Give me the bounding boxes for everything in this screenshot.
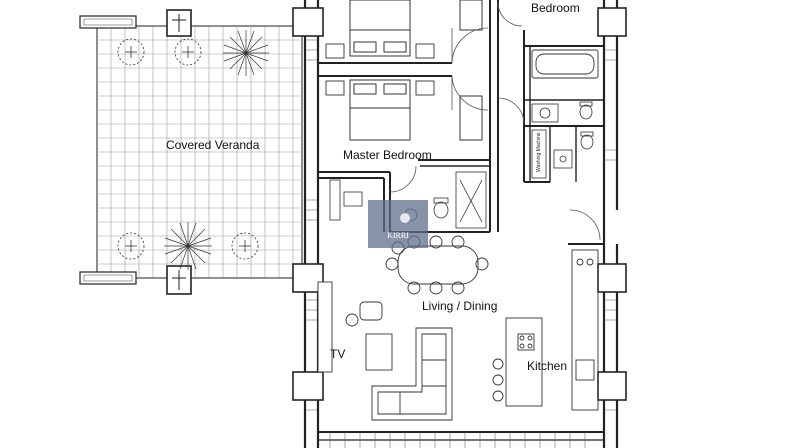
- armchair: [345, 301, 383, 327]
- bed-upper: [349, 0, 411, 57]
- kitchen-label: Kitchen: [527, 359, 567, 373]
- nightstands: [325, 43, 435, 96]
- veranda-furniture: [117, 38, 259, 260]
- sofa: [371, 327, 453, 421]
- covered-veranda-label: Covered Veranda: [166, 138, 260, 152]
- plant-icon: [223, 30, 269, 76]
- living-dining-label: Living / Dining: [422, 299, 497, 313]
- kitchen-island: [492, 317, 543, 407]
- shower: [455, 171, 487, 229]
- coffee-table: [365, 333, 393, 371]
- plant-icon: [164, 222, 212, 270]
- master-bedroom-label: Master Bedroom: [343, 148, 432, 162]
- tv-unit: [317, 281, 333, 373]
- toilet-icon: [433, 101, 594, 219]
- watermark-logo: KIRRI: [368, 200, 428, 248]
- tv-label: TV: [330, 347, 345, 361]
- kitchen-counter: [571, 249, 599, 411]
- svg-text:KIRRI: KIRRI: [387, 231, 409, 240]
- bedroom-label: Bedroom: [531, 1, 580, 15]
- bathtub: [531, 49, 599, 79]
- door-swings: [389, 1, 601, 241]
- veranda-area: [79, 9, 303, 295]
- bottom-window: [329, 432, 586, 448]
- wall-hatch: [306, 39, 616, 411]
- bed-master: [349, 0, 483, 141]
- washing-machine-label: Washing Machine: [536, 132, 542, 172]
